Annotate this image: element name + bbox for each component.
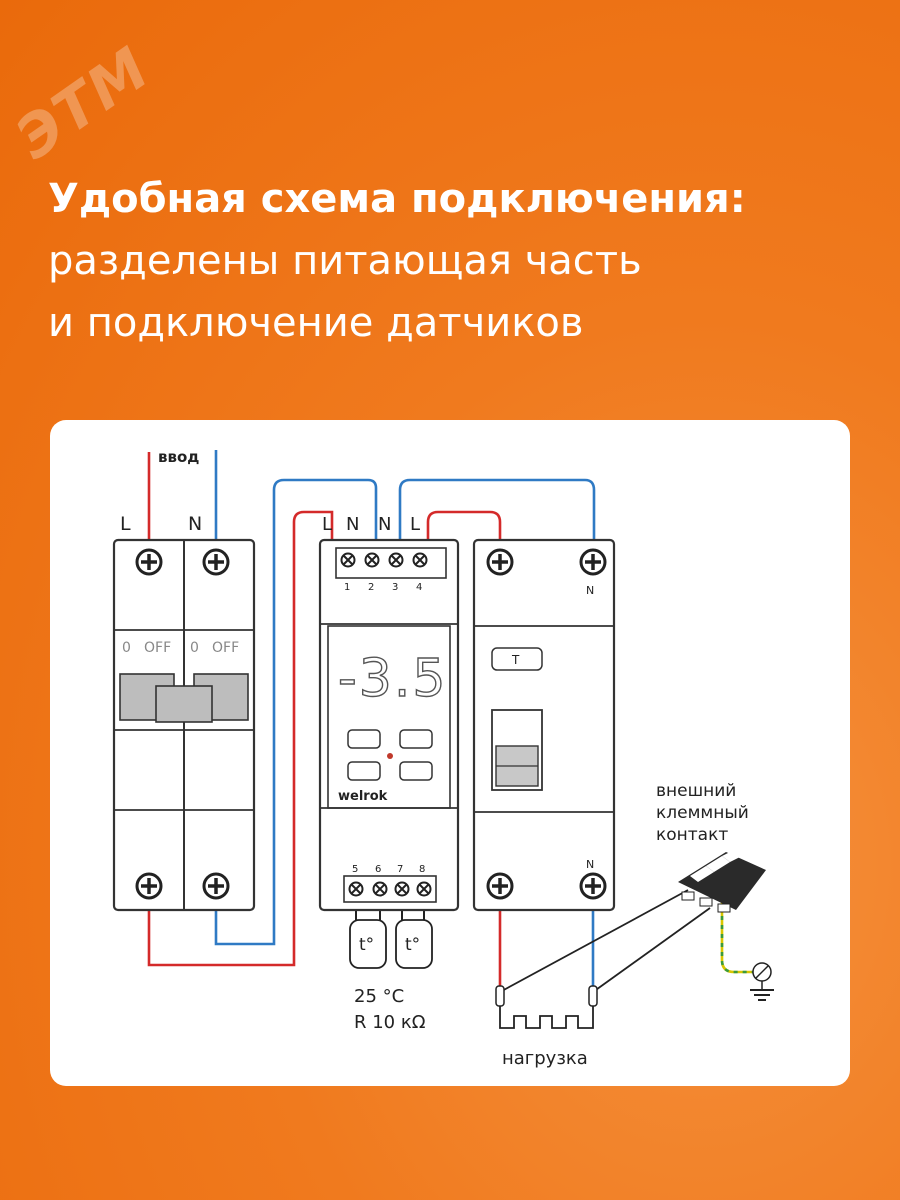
headline: Удобная схема подключения: разделены пит… (48, 168, 868, 354)
thermostat-number-8: 8 (419, 864, 425, 875)
breaker-off-right: OFF (212, 640, 239, 656)
sensor-2 (395, 919, 433, 969)
circuit-breaker: 0 OFF 0 OFF (112, 538, 256, 912)
thermostat-indicator-led (387, 753, 393, 759)
wago-clamp-icon (678, 848, 766, 913)
headline-line-3: и подключение датчиков (48, 300, 584, 346)
relay-n-top-label: N (586, 584, 594, 597)
thermostat-display: -3.5 (338, 649, 447, 709)
thermostat-terminal-4: L (410, 514, 420, 535)
wiring-diagram-panel: ввод L N 0 OFF 0 OFF L N N L 1 2 3 4 (50, 420, 850, 1086)
wire-breaker-l-to-thermostat (147, 510, 334, 967)
sensor-2-label: t° (405, 935, 420, 955)
breaker-handle-bar (155, 685, 213, 723)
wire-breaker-n-to-thermostat (214, 478, 378, 946)
thermostat-brand: welrok (338, 789, 388, 804)
breaker-zero-right: 0 (190, 640, 199, 656)
relay-n-bottom-label: N (586, 858, 594, 871)
clamp-line-2 (592, 907, 711, 993)
etm-logo: ЭТМ (4, 19, 195, 190)
thermostat: L N N L 1 2 3 4 -3.5 welrok 5 6 7 8 (318, 514, 460, 912)
thermostat-terminal-1: L (322, 514, 332, 535)
relay-module: N N T (472, 538, 616, 912)
temperature-sensors: t° t° 25 °C R 10 кΩ (349, 919, 433, 1033)
thermostat-number-2: 2 (368, 582, 374, 593)
thermostat-button-1[interactable] (347, 729, 381, 749)
sensor-resistance-label: R 10 кΩ (354, 1012, 426, 1033)
input-label: ввод (158, 448, 199, 466)
thermostat-number-1: 1 (344, 582, 350, 593)
headline-line-2: разделены питающая часть (48, 238, 642, 284)
thermostat-number-5: 5 (352, 864, 358, 875)
terminal-label-line-3: контакт (656, 825, 728, 845)
thermostat-button-3[interactable] (347, 761, 381, 781)
load: нагрузка (495, 985, 598, 1069)
sensor-1 (349, 919, 387, 969)
breaker-terminal-l-label: L (120, 513, 131, 535)
relay-test-label: T (511, 653, 520, 667)
breaker-zero-left: 0 (122, 640, 131, 656)
relay-test-button[interactable] (491, 647, 543, 671)
breaker-off-left: OFF (144, 640, 171, 656)
ground-wire-green (720, 898, 754, 974)
breaker-terminal-n-label: N (188, 513, 202, 535)
clamp-line-1 (499, 889, 689, 993)
wire-thermostat-l-to-relay (426, 510, 502, 542)
thermostat-number-4: 4 (416, 582, 422, 593)
thermostat-button-4[interactable] (399, 761, 433, 781)
terminal-label-line-2: клеммный (656, 803, 749, 823)
external-terminal-block: внешний клеммный контакт (656, 781, 774, 1001)
ground-symbol-icon (750, 962, 774, 1001)
thermostat-terminal-2: N (346, 514, 359, 535)
thermostat-button-2[interactable] (399, 729, 433, 749)
headline-line-1: Удобная схема подключения: (48, 176, 746, 222)
logo-text: ЭТМ (3, 33, 163, 173)
thermostat-number-3: 3 (392, 582, 398, 593)
thermostat-terminal-3: N (378, 514, 391, 535)
load-heating-element (499, 1006, 594, 1029)
wire-thermostat-n-to-relay (398, 478, 596, 542)
sensor-temp-label: 25 °C (354, 986, 404, 1007)
sensor-1-label: t° (359, 935, 374, 955)
thermostat-number-6: 6 (375, 864, 381, 875)
terminal-label-line-1: внешний (656, 781, 736, 801)
thermostat-number-7: 7 (397, 864, 403, 875)
load-label: нагрузка (502, 1048, 588, 1069)
wiring-diagram: ввод L N 0 OFF 0 OFF L N N L 1 2 3 4 (112, 448, 774, 1069)
